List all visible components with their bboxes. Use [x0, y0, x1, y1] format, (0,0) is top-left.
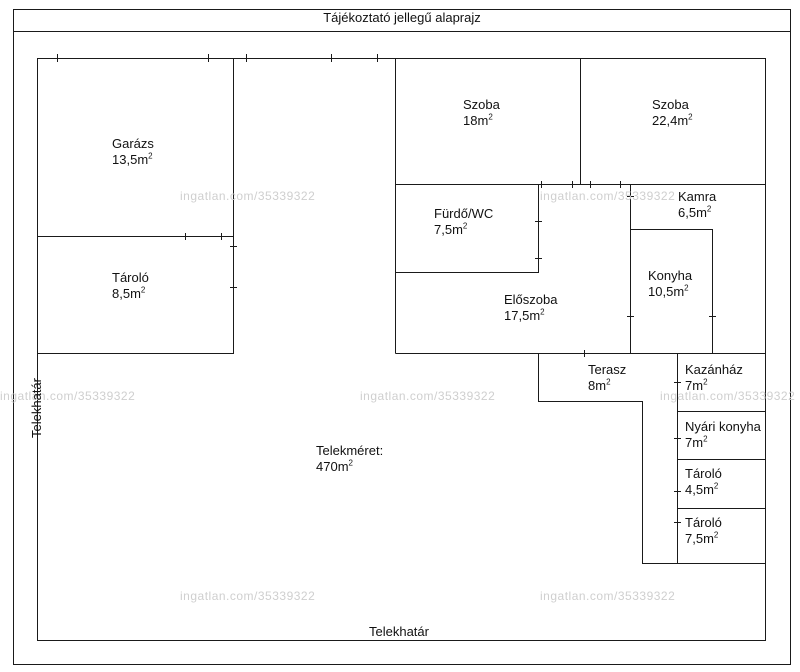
room-name: Fürdő/WC: [434, 206, 494, 221]
room-name: Tároló: [685, 515, 722, 530]
room-name: Szoba: [652, 97, 689, 112]
utility-column: [677, 353, 766, 564]
bathroom-wall: [395, 184, 539, 273]
watermark: ingatlan.com/35339322: [180, 589, 316, 603]
boundary-label-bottom: Telekhatár: [369, 624, 429, 639]
plot-size-name: Telekméret:: [316, 443, 384, 458]
room-name: Kazánház: [685, 362, 743, 377]
room-label-tarolo-2: Tároló 4,5m2: [685, 466, 722, 497]
room-name: Tároló: [112, 270, 149, 285]
room-name: Konyha: [648, 268, 693, 283]
room-name: Terasz: [588, 362, 627, 377]
room-label-tarolo-3: Tároló 7,5m2: [685, 515, 722, 546]
watermark: ingatlan.com/35339322: [540, 189, 676, 203]
room-name: Előszoba: [504, 292, 558, 307]
room-name: Szoba: [463, 97, 500, 112]
outer-frame: [13, 9, 791, 665]
room-label-eloszoba: Előszoba 17,5m2: [504, 292, 558, 323]
plot-size-label: Telekméret: 470m2: [316, 443, 384, 474]
watermark: ingatlan.com/35339322: [360, 389, 496, 403]
terrace-outline: [538, 353, 678, 564]
room-name: Kamra: [678, 189, 717, 204]
watermark: ingatlan.com/35339322: [0, 389, 136, 403]
plan-title: Tájékoztató jellegű alaprajz: [323, 10, 481, 25]
room-label-nyari-konyha: Nyári konyha 7m2: [685, 419, 761, 450]
room-name: Nyári konyha: [685, 419, 761, 434]
room-label-furdo: Fürdő/WC 7,5m2: [434, 206, 494, 237]
room-label-kazanhaz: Kazánház 7m2: [685, 362, 743, 393]
garage-outline: [37, 58, 234, 354]
watermark: ingatlan.com/35339322: [180, 189, 316, 203]
watermark: ingatlan.com/35339322: [660, 389, 796, 403]
room-name: Garázs: [112, 136, 154, 151]
room-label-kamra: Kamra 6,5m2: [678, 189, 717, 220]
room-label-konyha: Konyha 10,5m2: [648, 268, 693, 299]
room-label-szoba-1: Szoba 18m2: [463, 97, 500, 128]
room-label-szoba-2: Szoba 22,4m2: [652, 97, 693, 128]
door-ticks: [57, 54, 716, 523]
room-label-garazs: Garázs 13,5m2: [112, 136, 154, 167]
boundary-label-left: Telekhatár: [29, 378, 44, 438]
watermark: ingatlan.com/35339322: [540, 589, 676, 603]
room-label-tarolo-garage: Tároló 8,5m2: [112, 270, 149, 301]
room-label-terasz: Terasz 8m2: [588, 362, 627, 393]
kitchen-wall: [630, 229, 713, 354]
room-name: Tároló: [685, 466, 722, 481]
